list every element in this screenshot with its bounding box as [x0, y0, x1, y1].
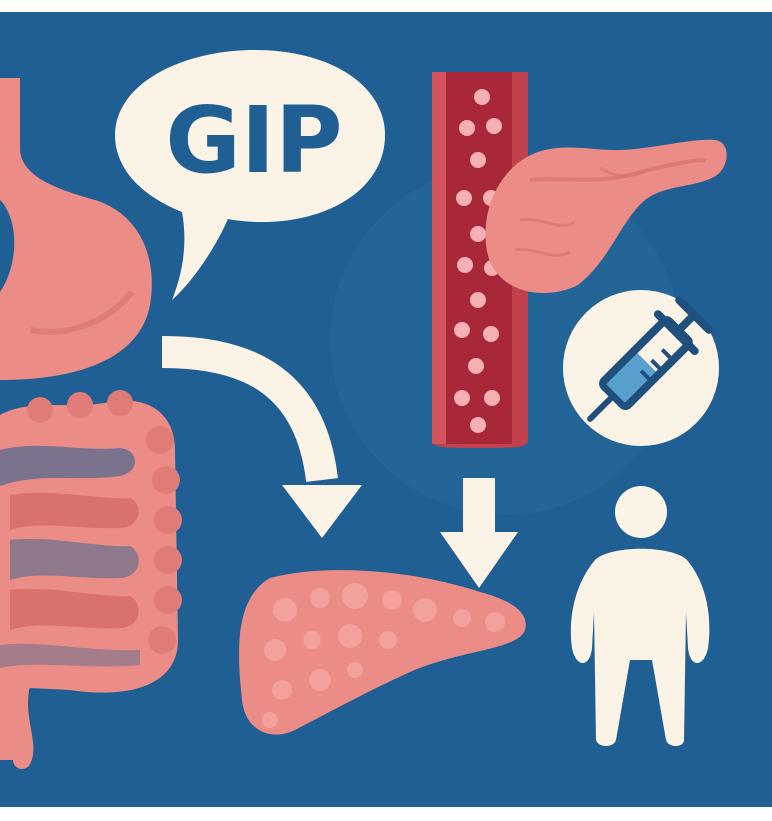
gip-label: GIP: [165, 87, 342, 194]
syringe-icon: [563, 290, 719, 446]
